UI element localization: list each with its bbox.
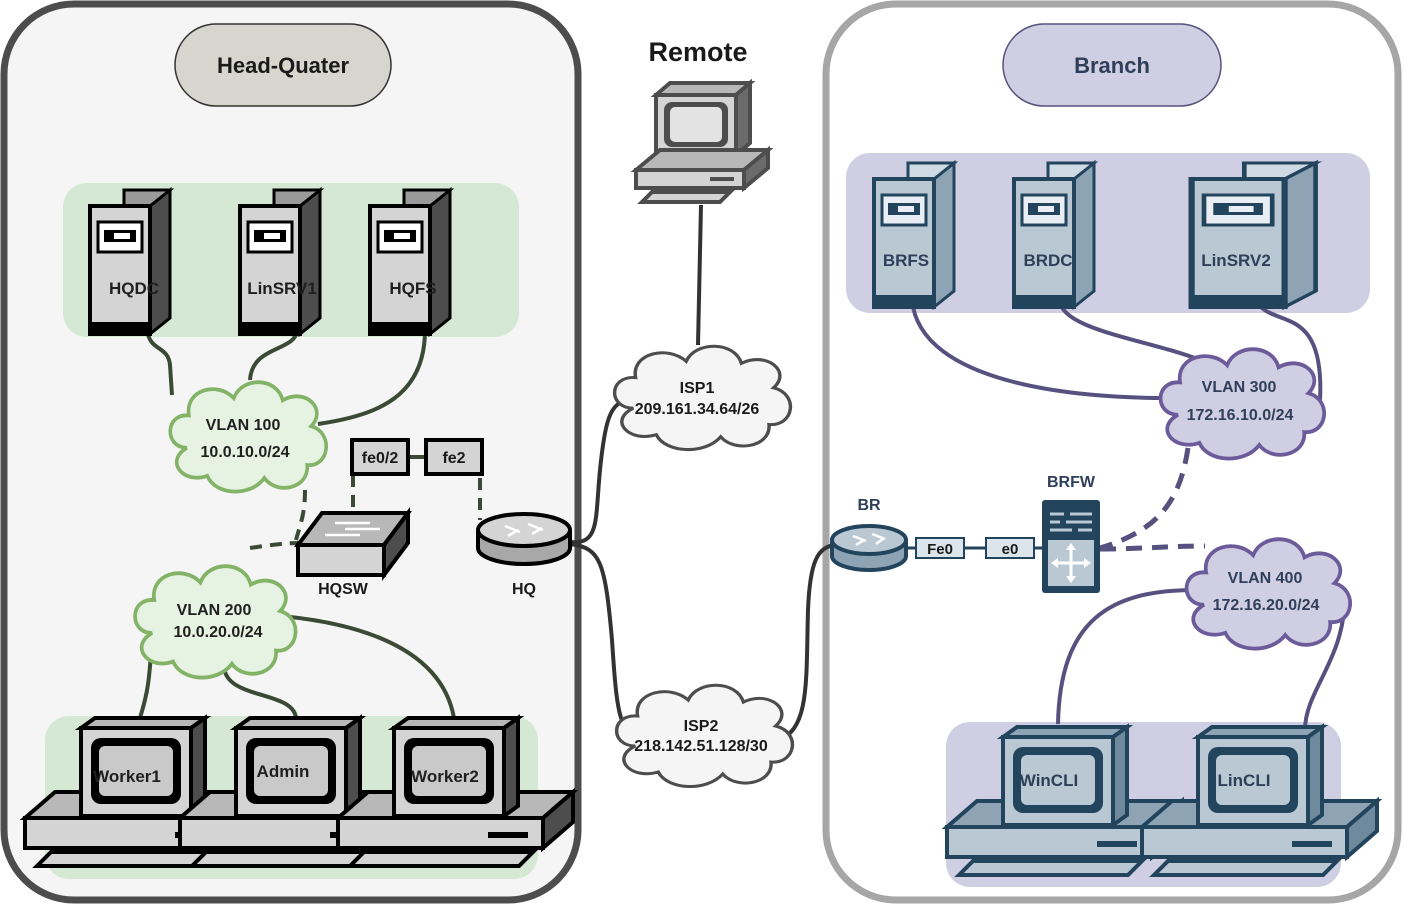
branch-links	[910, 299, 1347, 731]
hq-title: Head-Quater	[217, 53, 349, 78]
firewall-icon[interactable]	[1042, 500, 1100, 593]
vlan100-name: VLAN 100	[206, 417, 281, 434]
vlan300-cloud	[1158, 347, 1327, 461]
branch-title: Branch	[1074, 53, 1150, 78]
fw-port-box	[985, 537, 1035, 559]
br-port-box	[915, 537, 965, 559]
vlan200-name: VLAN 200	[177, 602, 252, 619]
server-icon[interactable]	[1012, 161, 1096, 309]
branch-router-label: BR	[857, 497, 881, 514]
br-port-label: Fe0	[927, 541, 953, 558]
switch-icon[interactable]	[294, 507, 412, 581]
wan-links	[569, 204, 835, 742]
vlan400-subnet: 172.16.20.0/24	[1213, 597, 1320, 614]
vlan300-name: VLAN 300	[1202, 379, 1277, 396]
vlan200-cloud	[133, 564, 298, 680]
client-label-lincli: LinCLI	[1218, 771, 1271, 790]
firewall-label: BRFW	[1047, 474, 1096, 491]
switch-port-label: fe0/2	[362, 450, 399, 467]
vlan200-subnet: 10.0.20.0/24	[174, 624, 263, 641]
isp1-name: ISP1	[680, 380, 715, 397]
server-label-linsrv1: LinSRV1	[247, 279, 317, 298]
vlan400-cloud	[1184, 537, 1353, 651]
server-icon[interactable]	[872, 161, 956, 309]
server-label-linsrv2: LinSRV2	[1201, 251, 1271, 270]
server-icon[interactable]	[1192, 163, 1316, 307]
server-icon[interactable]	[238, 188, 322, 336]
isp2-subnet: 218.142.51.128/30	[634, 738, 768, 755]
remote-pc-icon[interactable]	[630, 78, 774, 204]
router-icon[interactable]	[476, 512, 572, 566]
client-label-wincli: WinCLI	[1020, 771, 1078, 790]
switch-label: HQSW	[318, 581, 369, 598]
fw-port-label: e0	[1002, 541, 1019, 558]
router-port-box	[424, 438, 484, 476]
switch-port-box	[350, 438, 410, 476]
client-label-worker2: Worker2	[411, 767, 479, 786]
server-label-brdc: BRDC	[1023, 251, 1072, 270]
router-icon[interactable]	[830, 524, 908, 572]
server-icon[interactable]	[368, 188, 452, 336]
server-label-brfs: BRFS	[883, 251, 929, 270]
isp1-subnet: 209.161.34.64/26	[635, 401, 760, 418]
hq-links	[138, 329, 456, 719]
branch-dashed-links	[1099, 447, 1206, 552]
client-label-admin: Admin	[257, 762, 310, 781]
server-label-hqdc: HQDC	[109, 279, 159, 298]
branch-title-pill	[1002, 23, 1222, 107]
remote-title: Remote	[648, 37, 747, 67]
vlan100-cloud	[168, 380, 329, 494]
vlan300-subnet: 172.16.10.0/24	[1187, 407, 1294, 424]
router-label: HQ	[512, 581, 536, 598]
server-label-hqfs: HQFS	[389, 279, 436, 298]
isp2-cloud	[614, 683, 795, 789]
isp2-name: ISP2	[684, 718, 719, 735]
hq-title-pill	[174, 23, 392, 107]
router-port-label: fe2	[442, 450, 465, 467]
isp1-cloud	[612, 344, 793, 452]
server-icon[interactable]	[88, 188, 172, 336]
vlan100-subnet: 10.0.10.0/24	[201, 444, 290, 461]
client-label-worker1: Worker1	[93, 767, 161, 786]
vlan400-name: VLAN 400	[1228, 570, 1303, 587]
